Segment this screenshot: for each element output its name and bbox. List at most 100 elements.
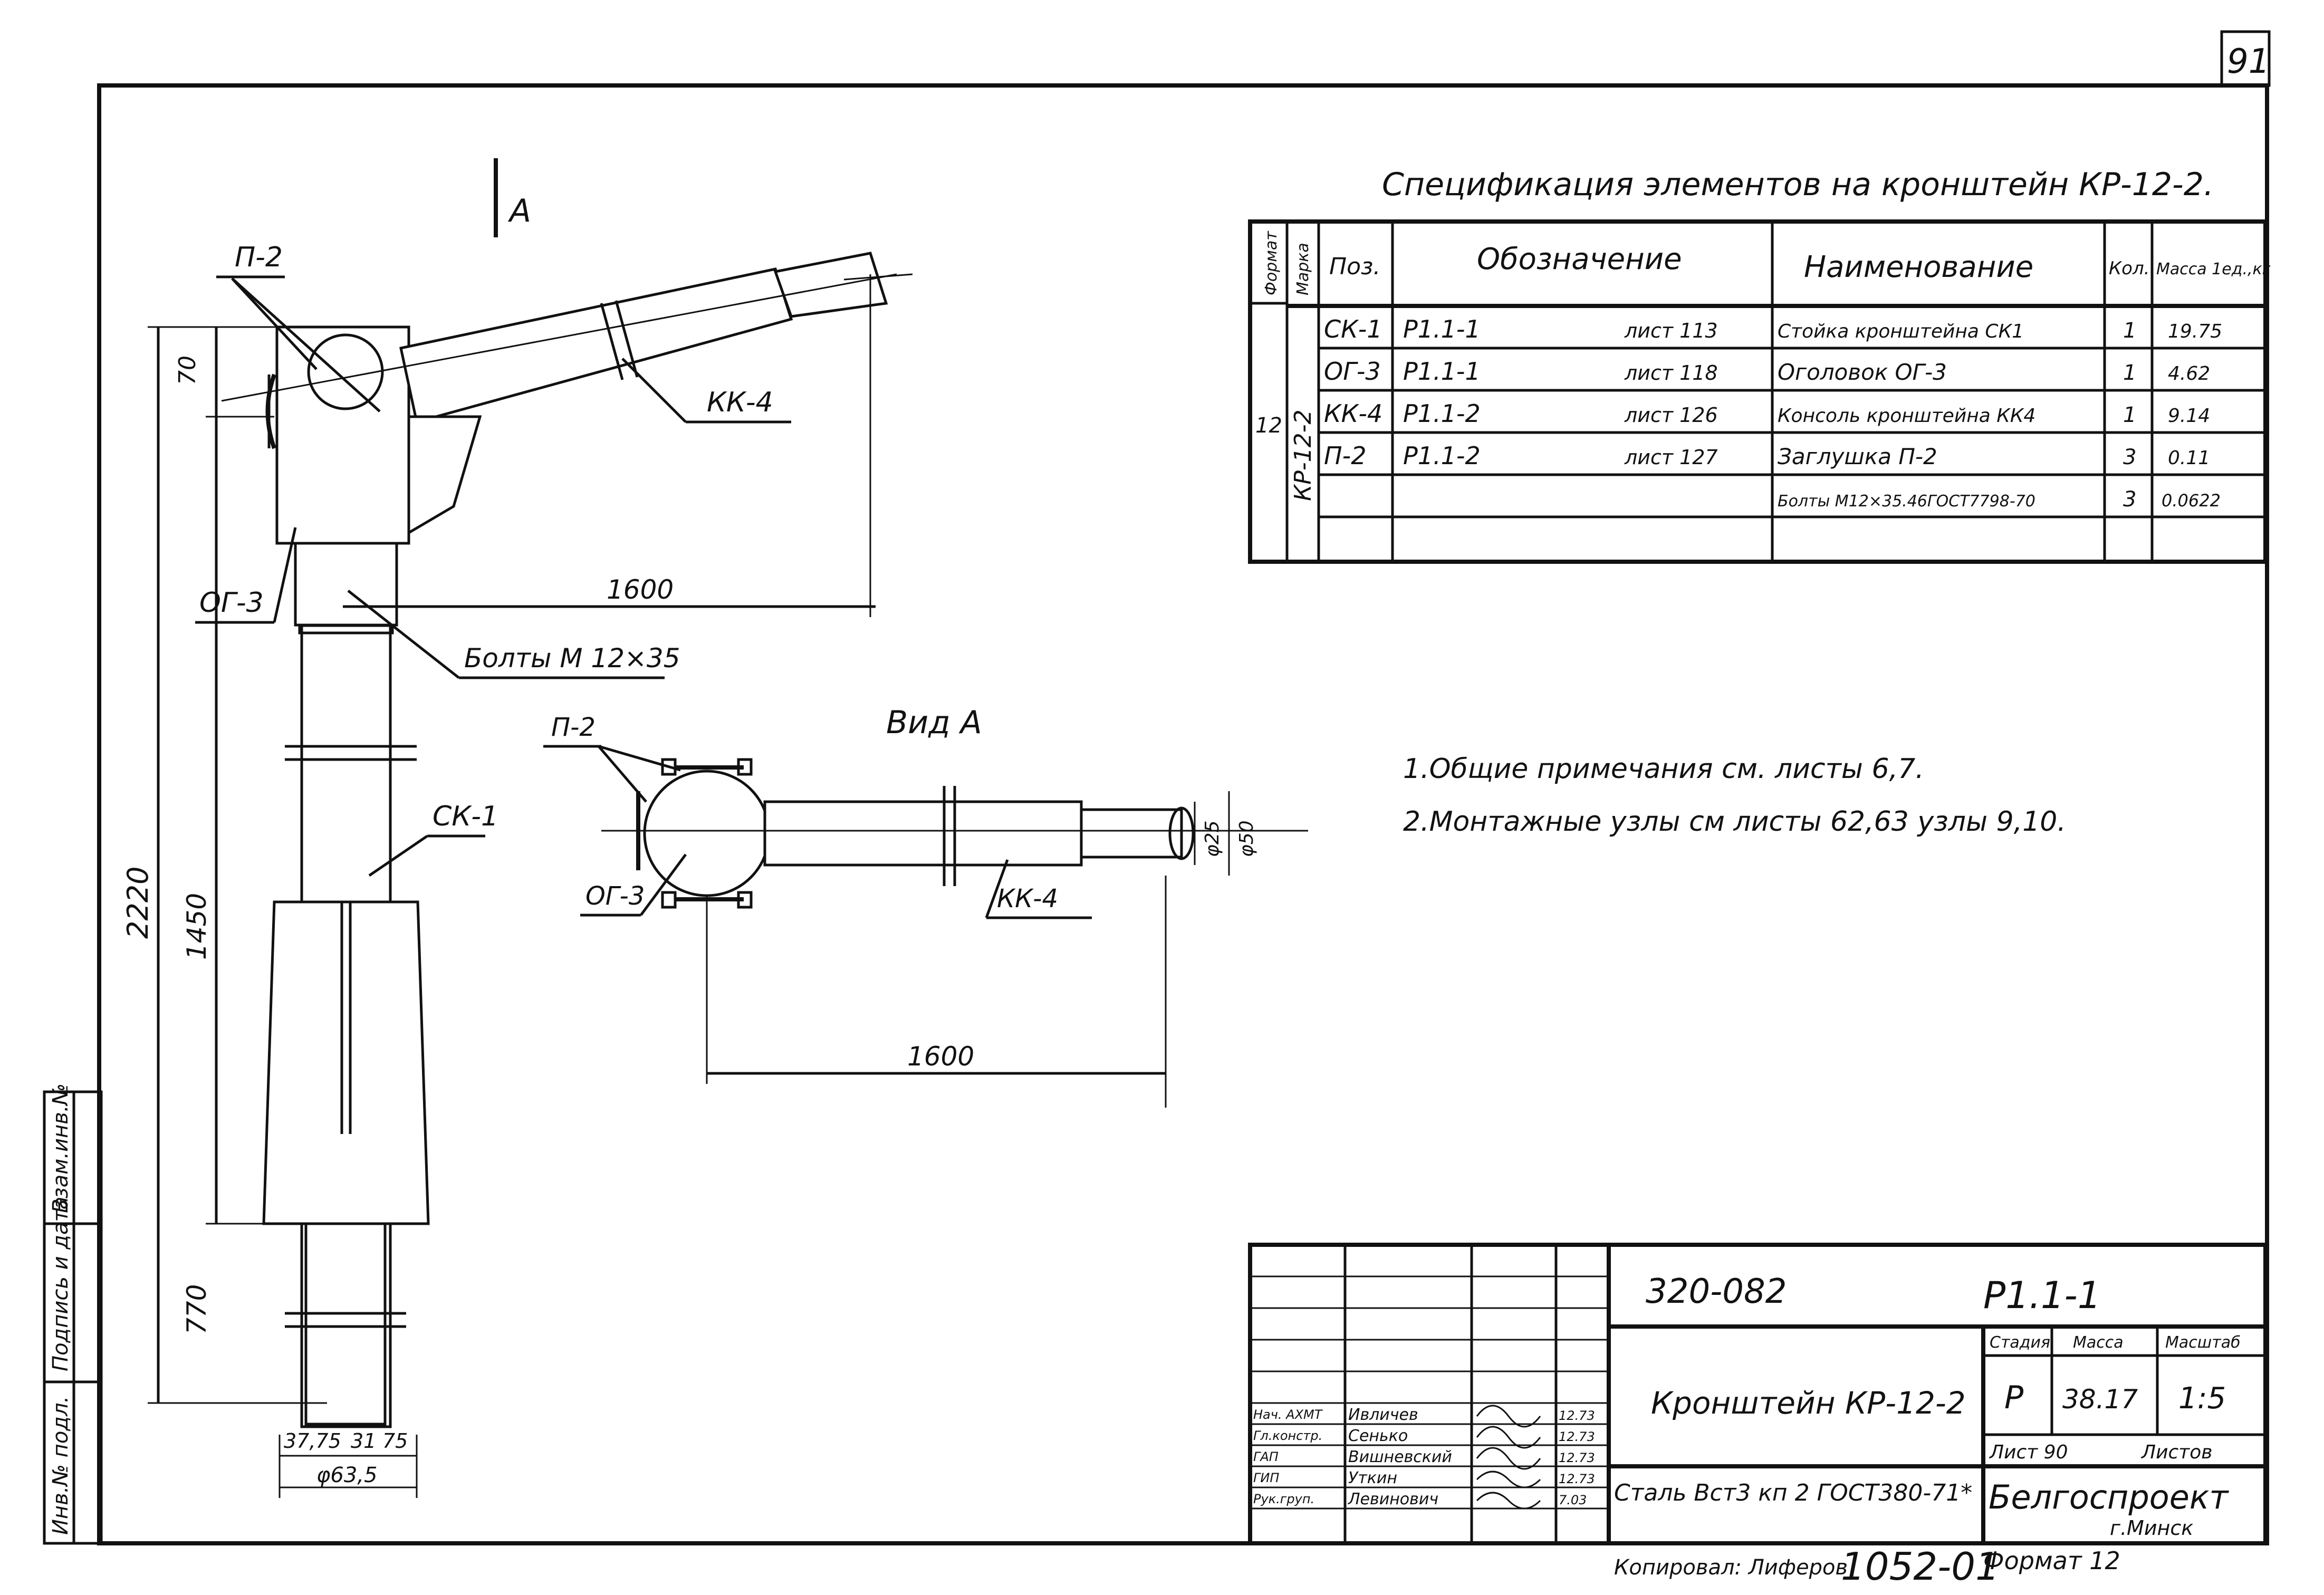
- main-view: А П-2 КК-4: [121, 158, 913, 1498]
- dim-1450: 1450: [181, 893, 212, 960]
- note-1: 1.Общие примечания см. листы 6,7.: [1403, 753, 1924, 785]
- spec-row-pos: ОГ-3: [1324, 357, 1381, 386]
- spec-row-pos: СК-1: [1324, 315, 1382, 343]
- spec-row-mass: 0.0622: [2162, 491, 2221, 511]
- spec-mark-value: КР-12-2: [1290, 409, 1317, 501]
- spec-row-name: Болты М12×35.46ГОСТ7798-70: [1778, 492, 2035, 511]
- view-a-title: Вид А: [886, 704, 982, 741]
- view-a: Вид А П-2 ОГ-3 КК-4 φ25 φ50 1600: [543, 704, 1308, 1108]
- signature-row: ГАП Вишневский 12.73: [1253, 1448, 1595, 1466]
- signature-name: Сенько: [1348, 1427, 1408, 1445]
- note-2: 2.Монтажные узлы см листы 62,63 узлы 9,1…: [1403, 806, 2066, 838]
- spec-row-mass: 9.14: [2168, 405, 2210, 427]
- spec-header-pos: Поз.: [1329, 253, 1380, 280]
- spec-header-format: Формат: [1262, 230, 1281, 295]
- spec-header-mark: Марка: [1294, 243, 1312, 295]
- column-cone-base: [262, 900, 430, 1225]
- spec-row: ОГ-3 Р1.1-1 лист 118 Оголовок ОГ-3 1 4.6…: [1324, 357, 2210, 386]
- drawing-frame: [97, 83, 2269, 1545]
- view-a-label-og3: ОГ-3: [585, 881, 645, 911]
- spec-row-name: Оголовок ОГ-3: [1778, 359, 1947, 385]
- org-city: г.Минск: [2110, 1516, 2193, 1540]
- inventory-number: 1052-01: [1841, 1544, 2000, 1589]
- signature-name: Уткин: [1348, 1469, 1397, 1487]
- dim-70: 70: [174, 355, 201, 385]
- view-a-head-circle: [643, 770, 771, 897]
- label-bolts: Болты М 12×35: [464, 643, 680, 674]
- signature-date: 12.73: [1559, 1408, 1595, 1423]
- spec-row-sheet: лист 118: [1624, 361, 1718, 385]
- spec-row-sheet: лист 113: [1624, 319, 1718, 342]
- view-a-console: [763, 800, 1083, 867]
- signature-row: Рук.груп. Левинович 7.03: [1253, 1490, 1587, 1508]
- series-code: Р1.1-1: [1983, 1274, 2101, 1317]
- signature-date: 7.03: [1559, 1493, 1587, 1507]
- spec-row-name: Консоль кронштейна КК4: [1778, 405, 2035, 427]
- dim-37-75: 37,75: [284, 1429, 341, 1453]
- org-name: Белгоспроект: [1989, 1478, 2229, 1516]
- side-stamp-inv: Инв.№ подл.: [49, 1396, 73, 1535]
- dim-770: 770: [181, 1284, 212, 1334]
- head-og3-opening: [307, 333, 384, 410]
- spec-row-pos: П-2: [1324, 441, 1366, 470]
- spec-row-mass: 0.11: [2168, 447, 2210, 469]
- view-a-label-kk4: КК-4: [997, 884, 1058, 914]
- spec-row-qty: 3: [2123, 445, 2136, 469]
- spec-header-qty: Кол.: [2109, 258, 2149, 279]
- signature-date: 12.73: [1559, 1472, 1595, 1486]
- side-stamp: Инв.№ подл. Подпись и дата Взам.инв.№: [43, 1083, 103, 1545]
- spec-row-qty: 1: [2123, 319, 2136, 343]
- spec-format-value: 12: [1255, 414, 1282, 438]
- view-a-console-tip: [1080, 808, 1183, 859]
- mass-value: 38.17: [2062, 1384, 2138, 1415]
- signature-scribbles: [1476, 1405, 1541, 1510]
- title-block: 320-082 Р1.1-1 Кронштейн КР-12-2 Сталь В…: [1248, 1243, 2268, 1545]
- spec-row: П-2 Р1.1-2 лист 127 Заглушка П-2 3 0.11: [1324, 441, 2210, 470]
- sheets-info: Листов: [2140, 1442, 2212, 1463]
- item-name: Кронштейн КР-12-2: [1651, 1385, 1966, 1421]
- spec-row-code: Р1.1-1: [1403, 357, 1481, 386]
- signature-row: Гл.констр. Сенько 12.73: [1253, 1427, 1595, 1445]
- label-p2: П-2: [235, 242, 283, 273]
- spec-row-qty: 1: [2123, 403, 2136, 427]
- spec-row-name: Заглушка П-2: [1778, 444, 1937, 469]
- section-mark-a: А: [507, 193, 531, 229]
- console-kk4-tip: [773, 252, 888, 318]
- signature-name: Левинович: [1348, 1490, 1438, 1508]
- spec-row-qty: 3: [2123, 487, 2136, 512]
- spec-header-designation: Обозначение: [1477, 242, 1682, 276]
- spec-table: Спецификация элементов на кронштейн КР-1…: [1248, 166, 2271, 564]
- spec-row-name: Стойка кронштейна СК1: [1778, 321, 2024, 342]
- signature-row: ГИП Уткин 12.73: [1253, 1469, 1595, 1487]
- dim-2220: 2220: [121, 867, 155, 939]
- sheet-number-box: [2220, 30, 2271, 87]
- signature-role: Гл.констр.: [1253, 1428, 1322, 1443]
- dim-75: 75: [382, 1429, 408, 1453]
- column-collar: [294, 539, 398, 627]
- signature-role: Нач. АХМТ: [1253, 1407, 1323, 1422]
- scale-value: 1:5: [2178, 1381, 2226, 1416]
- label-ck1: СК-1: [433, 801, 498, 832]
- side-stamp-replace: Взам.инв.№: [49, 1083, 73, 1213]
- spec-row: СК-1 Р1.1-1 лист 113 Стойка кронштейна С…: [1324, 315, 2222, 343]
- signature-row: Нач. АХМТ Ивличев 12.73: [1253, 1406, 1595, 1424]
- side-stamp-sign: Подпись и дата: [49, 1197, 73, 1371]
- sheet-number: 91: [2227, 42, 2270, 81]
- spec-row-mass: 19.75: [2168, 321, 2222, 342]
- spec-row-sheet: лист 127: [1624, 446, 1718, 469]
- spec-header-name: Наименование: [1804, 250, 2033, 284]
- label-og3: ОГ-3: [199, 587, 264, 619]
- doc-code: 320-082: [1646, 1272, 1787, 1311]
- spec-row-sheet: лист 126: [1624, 403, 1718, 427]
- view-a-dim-50: φ50: [1236, 820, 1257, 857]
- signature-role: ГАП: [1253, 1449, 1279, 1464]
- signature-role: Рук.груп.: [1253, 1492, 1314, 1506]
- spec-row: КК-4 Р1.1-2 лист 126 Консоль кронштейна …: [1324, 399, 2210, 428]
- dim-phi-63-5: φ63,5: [316, 1463, 377, 1487]
- signature-name: Вишневский: [1348, 1448, 1452, 1466]
- view-a-dim-25: φ25: [1202, 820, 1223, 857]
- dim-1600-view-a: 1600: [907, 1041, 974, 1072]
- dim-1600-main: 1600: [607, 574, 674, 605]
- view-a-label-p2: П-2: [551, 713, 596, 742]
